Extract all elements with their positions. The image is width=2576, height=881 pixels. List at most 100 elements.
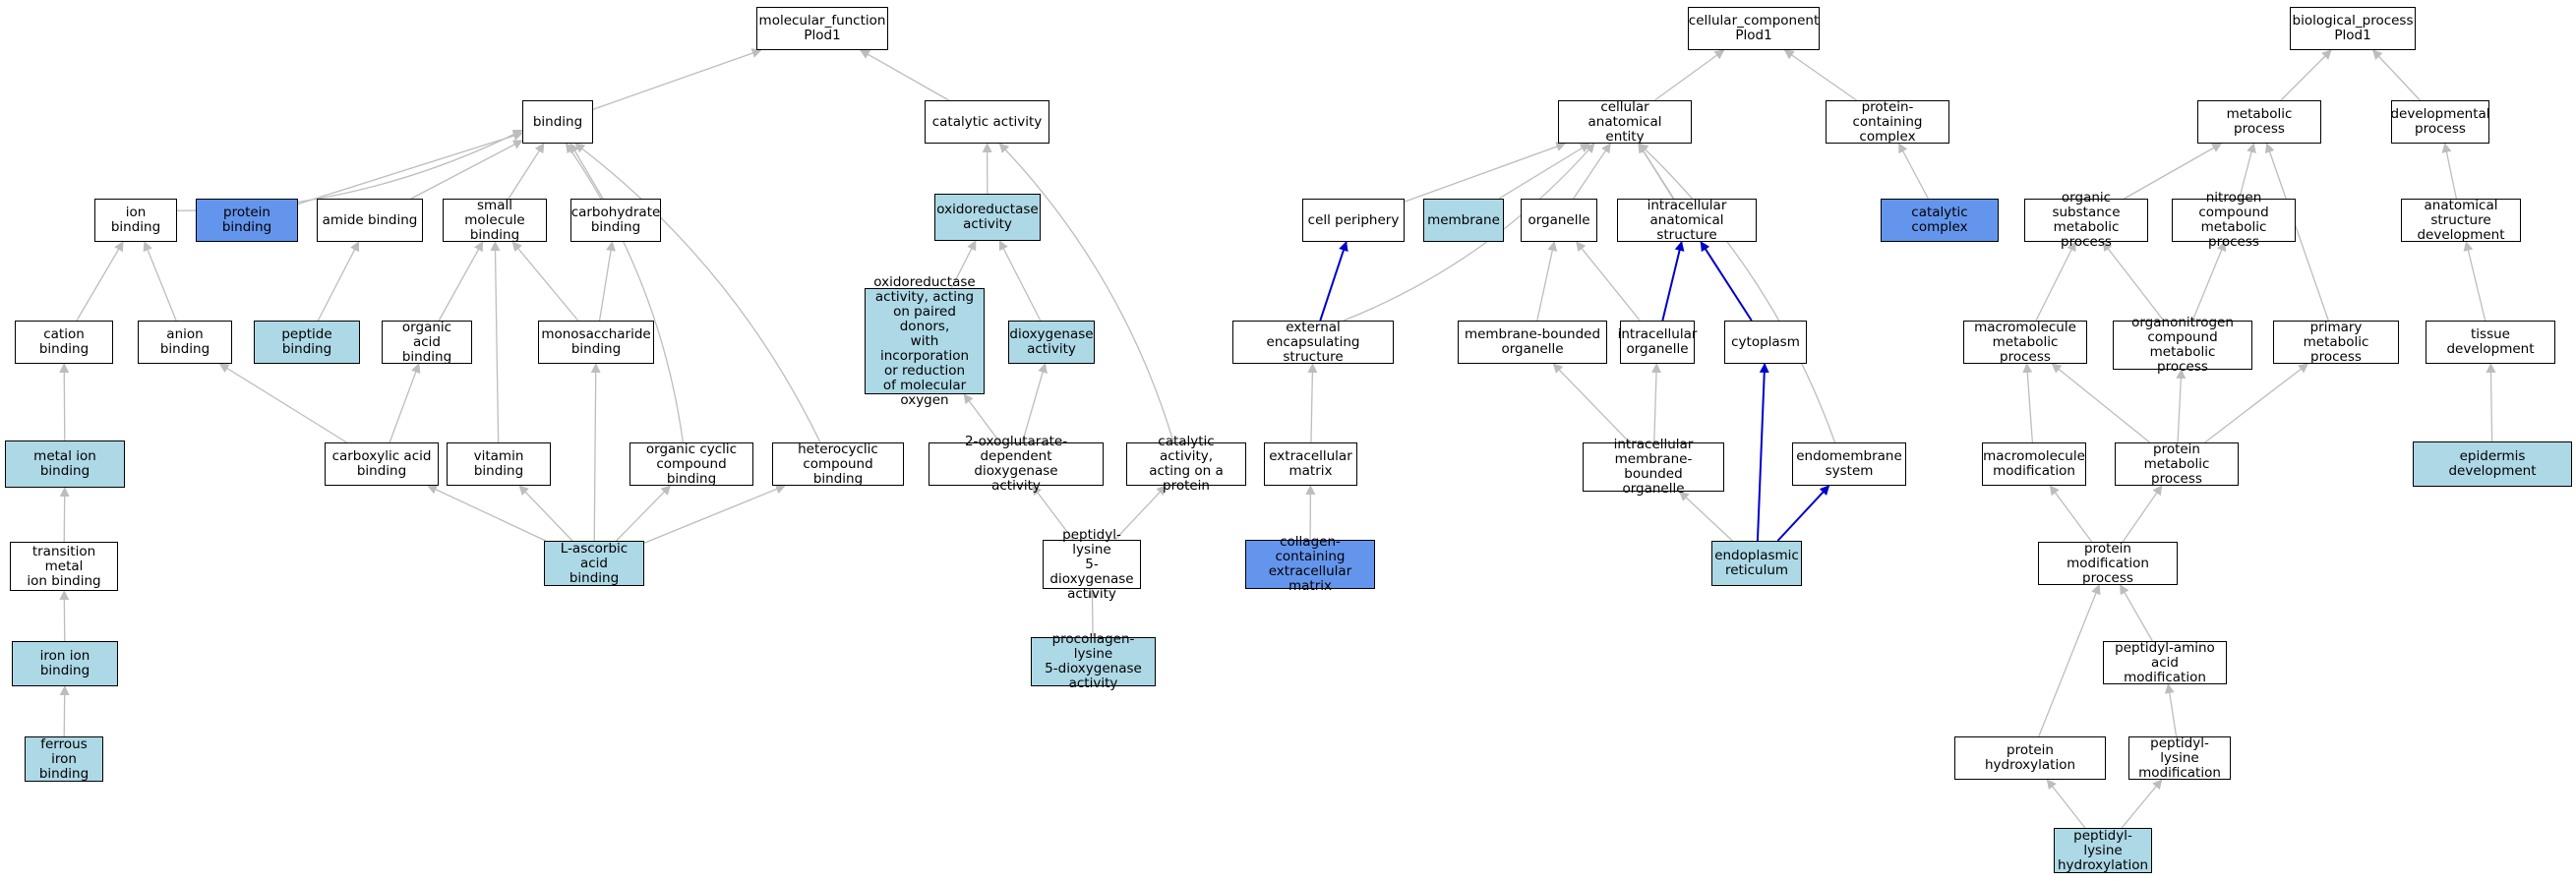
go-term-anionb[interactable]: anion binding bbox=[138, 321, 232, 364]
edge-devproc-to-bp bbox=[2371, 49, 2421, 101]
go-term-procoll[interactable]: procollagen-lysine 5-dioxygenase activit… bbox=[1031, 632, 1156, 691]
go-term-prothyd[interactable]: protein hydroxylation bbox=[1954, 736, 2106, 780]
go-term-catcomp[interactable]: catalytic complex bbox=[1881, 199, 1999, 242]
go-term-ias[interactable]: intracellular anatomical structure bbox=[1617, 198, 1757, 242]
go-term-oxoglu[interactable]: 2-oxoglutarate-dependent dioxygenase act… bbox=[929, 435, 1104, 494]
edge-binding-to-mf bbox=[592, 48, 762, 110]
go-term-devproc[interactable]: developmental process bbox=[2390, 100, 2490, 144]
edge-asd-to-devproc bbox=[2441, 143, 2458, 200]
edge-io-to-organelle bbox=[1576, 241, 1641, 322]
go-term-oncmp[interactable]: organonitrogen compound metabolic proces… bbox=[2113, 316, 2252, 375]
go-term-smb[interactable]: small molecule binding bbox=[443, 198, 547, 242]
go-term-macmod[interactable]: macromolecule modification bbox=[1982, 442, 2086, 486]
go-term-cellper[interactable]: cell periphery bbox=[1302, 199, 1405, 242]
go-term-catalytic[interactable]: catalytic activity bbox=[925, 100, 1049, 144]
go-term-mbo[interactable]: membrane-bounded organelle bbox=[1458, 321, 1607, 364]
go-term-lasc[interactable]: L-ascorbic acid binding bbox=[544, 541, 644, 586]
go-term-tissdev[interactable]: tissue development bbox=[2426, 321, 2555, 364]
edge-pmodp-to-macmod bbox=[2049, 485, 2093, 543]
edge-plmod-to-paam bbox=[2164, 683, 2178, 737]
go-term-tmb[interactable]: transition metal ion binding bbox=[10, 542, 118, 591]
edge-amideb-to-binding bbox=[410, 140, 523, 200]
go-term-ferrb[interactable]: ferrous iron binding bbox=[25, 736, 103, 782]
edge-dioxy-to-oxred bbox=[998, 240, 1042, 322]
edge-lasc-to-occb bbox=[616, 485, 672, 542]
edge-protmp-to-oncmp bbox=[2176, 369, 2187, 443]
go-term-carbb[interactable]: carbohydrate binding bbox=[570, 199, 661, 242]
go-term-cae[interactable]: cellular anatomical entity bbox=[1558, 99, 1692, 144]
go-term-cab[interactable]: carboxylic acid binding bbox=[325, 442, 439, 486]
go-term-osmp[interactable]: organic substance metabolic process bbox=[2024, 191, 2148, 250]
go-term-protb[interactable]: protein binding bbox=[196, 199, 298, 242]
edge-macmod-to-macmp bbox=[2022, 363, 2034, 443]
edge-protmp-to-pmp bbox=[2204, 363, 2309, 443]
edge-lasc-to-monob bbox=[590, 363, 601, 542]
go-term-cyto[interactable]: cytoplasm bbox=[1724, 321, 1807, 364]
edge-mbo-to-organelle bbox=[1536, 241, 1558, 322]
go-term-monob[interactable]: monosaccharide binding bbox=[538, 321, 654, 364]
go-term-dioxy[interactable]: dioxygenase activity bbox=[1008, 321, 1095, 364]
go-term-occb[interactable]: organic cyclic compound binding bbox=[629, 441, 753, 486]
go-term-pmodp[interactable]: protein modification process bbox=[2038, 541, 2178, 585]
go-term-peptb[interactable]: peptide binding bbox=[254, 321, 360, 364]
go-term-pcc[interactable]: protein-containing complex bbox=[1826, 99, 1949, 144]
edge-vitb-to-smb bbox=[490, 241, 501, 443]
go-term-mf[interactable]: molecular_function Plod1 bbox=[756, 7, 888, 50]
go-term-metalb[interactable]: metal ion binding bbox=[5, 440, 125, 488]
go-term-membrane[interactable]: membrane bbox=[1423, 199, 1504, 242]
go-term-organelle[interactable]: organelle bbox=[1521, 199, 1597, 242]
edge-oxoglu-to-dioxy bbox=[1021, 363, 1048, 443]
go-term-oab[interactable]: organic acid binding bbox=[382, 320, 472, 364]
go-term-cationb[interactable]: cation binding bbox=[15, 321, 113, 364]
go-term-pmp[interactable]: primary metabolic process bbox=[2273, 320, 2399, 364]
go-term-oxredpd[interactable]: oxidoreductase activity, acting on paire… bbox=[865, 274, 985, 407]
edge-oab-to-smb bbox=[438, 241, 484, 322]
go-term-er[interactable]: endoplasmic reticulum bbox=[1711, 541, 1802, 586]
edge-extenc-to-cae bbox=[1343, 143, 1595, 322]
go-term-bp[interactable]: biological_process Plod1 bbox=[2290, 7, 2416, 50]
go-term-io[interactable]: intracellular organelle bbox=[1618, 321, 1697, 364]
go-term-hetb[interactable]: heterocyclic compound binding bbox=[772, 441, 904, 486]
go-term-metproc[interactable]: metabolic process bbox=[2197, 100, 2321, 144]
go-term-amideb[interactable]: amide binding bbox=[317, 199, 423, 242]
edge-organelle-to-cae bbox=[1573, 143, 1611, 200]
go-term-ironb[interactable]: iron ion binding bbox=[12, 641, 118, 686]
edge-cellper-to-cae bbox=[1404, 142, 1567, 203]
go-term-plmod[interactable]: peptidyl-lysine modification bbox=[2128, 735, 2231, 780]
go-term-macmp[interactable]: macromolecule metabolic process bbox=[1963, 320, 2087, 364]
edge-plhyd-to-prothyd bbox=[2046, 779, 2086, 829]
go-term-plhyd[interactable]: peptidyl-lysine hydroxylation bbox=[2054, 828, 2152, 873]
go-term-ionb[interactable]: ion binding bbox=[94, 199, 177, 242]
go-term-cc[interactable]: cellular_component Plod1 bbox=[1688, 7, 1820, 50]
go-term-collecm[interactable]: collagen-containing extracellular matrix bbox=[1245, 535, 1375, 594]
edge-membrane-to-cae bbox=[1498, 143, 1590, 200]
edge-endomem-to-cae bbox=[1638, 143, 1836, 443]
go-term-endomem[interactable]: endomembrane system bbox=[1792, 442, 1906, 486]
go-term-ncmp[interactable]: nitrogen compound metabolic process bbox=[2172, 191, 2296, 250]
go-term-vitb[interactable]: vitamin binding bbox=[447, 442, 551, 486]
go-term-epidev[interactable]: epidermis development bbox=[2413, 441, 2572, 487]
edge-paam-to-pmodp bbox=[2120, 584, 2153, 642]
edge-ncmp-to-metproc bbox=[2239, 143, 2256, 200]
go-term-imbo[interactable]: intracellular membrane-bounded organelle bbox=[1583, 438, 1724, 497]
edge-extenc-to-cellper bbox=[1319, 241, 1348, 322]
edge-procoll-to-pl5d bbox=[1087, 588, 1098, 638]
edge-ferrb-to-ironb bbox=[59, 685, 70, 737]
edge-monob-to-smb bbox=[511, 241, 579, 322]
go-term-paam[interactable]: peptidyl-amino acid modification bbox=[2103, 640, 2227, 684]
go-term-protmp[interactable]: protein metabolic process bbox=[2115, 441, 2239, 486]
edge-occb-to-binding bbox=[566, 143, 685, 443]
go-term-binding[interactable]: binding bbox=[522, 100, 593, 144]
go-term-oxred[interactable]: oxidoreductase activity bbox=[934, 194, 1041, 241]
edge-er-to-endomem bbox=[1776, 485, 1830, 542]
go-term-asd[interactable]: anatomical structure development bbox=[2401, 198, 2521, 242]
edge-imbo-to-mbo bbox=[1552, 363, 1631, 443]
edge-pmp-to-metproc bbox=[2264, 143, 2329, 322]
go-term-ecm[interactable]: extracellular matrix bbox=[1264, 442, 1357, 486]
edge-cyto-to-ias bbox=[1700, 241, 1753, 322]
go-term-pl5d[interactable]: peptidyl-lysine 5-dioxygenase activity bbox=[1043, 527, 1141, 601]
edge-pl5d-to-catprot bbox=[1114, 485, 1167, 541]
go-term-catprot[interactable]: catalytic activity, acting on a protein bbox=[1126, 435, 1246, 494]
go-term-extenc[interactable]: external encapsulating structure bbox=[1232, 320, 1394, 364]
edge-pmodp-to-protmp bbox=[2122, 485, 2163, 543]
